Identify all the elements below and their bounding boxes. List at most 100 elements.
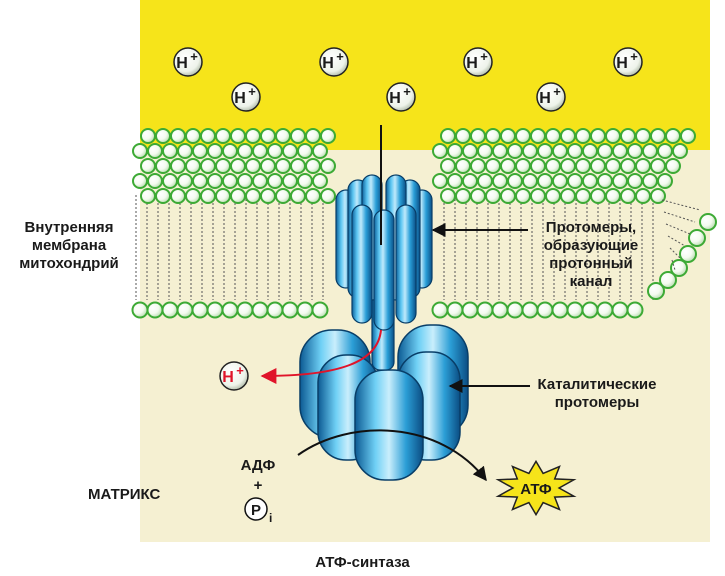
lipid-head (566, 301, 584, 319)
lipid-head (560, 188, 576, 204)
phosphate-subscript: i (269, 511, 272, 525)
lipid-head (191, 301, 209, 319)
lipid-head (266, 301, 284, 319)
proton-ion: H+ (231, 82, 261, 112)
lipid-head (605, 158, 621, 174)
lipid-head (545, 158, 561, 174)
proton-ion-circle (613, 47, 643, 77)
lipid-tail (665, 223, 691, 235)
lipid-head (446, 301, 464, 319)
lipid-head (485, 128, 501, 144)
lipid-head (230, 188, 246, 204)
lipid-head (461, 301, 479, 319)
lipid-head (447, 143, 463, 159)
lipid-head (657, 173, 673, 189)
lipid-head (581, 301, 599, 319)
lipid-head (155, 158, 171, 174)
lipid-head (491, 301, 509, 319)
lipid-head (521, 301, 539, 319)
lipid-head (170, 128, 186, 144)
lipid-head (470, 158, 486, 174)
lipid-head (275, 158, 291, 174)
lipid-head (597, 173, 613, 189)
lipid-head (575, 188, 591, 204)
lipid-head (275, 128, 291, 144)
lipid-head (170, 158, 186, 174)
lipid-head (140, 158, 156, 174)
lipid-head (170, 188, 186, 204)
lipid-head (320, 158, 336, 174)
lipid-head (215, 128, 231, 144)
phosphate-circle (244, 497, 268, 521)
lipid-head (596, 301, 614, 319)
lipid-head (192, 173, 208, 189)
lipid-head (162, 173, 178, 189)
lipid-head (215, 158, 231, 174)
lipid-head (155, 188, 171, 204)
lipid-head (177, 143, 193, 159)
proton-ion: H+ (319, 47, 349, 77)
lipid-head (582, 173, 598, 189)
lipid-head (447, 173, 463, 189)
lipid-head (290, 128, 306, 144)
proton-ion-symbol: H (234, 90, 246, 107)
lipid-head (200, 188, 216, 204)
lipid-head (297, 173, 313, 189)
lipid-head (567, 173, 583, 189)
lipid-head (297, 143, 313, 159)
lipid-head (140, 128, 156, 144)
lipid-head (320, 128, 336, 144)
lipid-head (611, 301, 629, 319)
lipid-head (222, 143, 238, 159)
lipid-bilayer (131, 128, 717, 319)
channel-protomers-label: Протомеры, образующие протонный канал (530, 219, 652, 291)
lipid-head (440, 158, 456, 174)
lipid-head (650, 158, 666, 174)
lipid-head (432, 173, 448, 189)
lipid-head (207, 173, 223, 189)
lipid-head (626, 301, 644, 319)
phosphate-label: P (251, 502, 261, 519)
lipid-head (200, 158, 216, 174)
lipid-head (282, 143, 298, 159)
lipid-head (552, 143, 568, 159)
proton-ion: H+ (536, 82, 566, 112)
lipid-head (312, 173, 328, 189)
lipid-head (281, 301, 299, 319)
lipid-head (455, 188, 471, 204)
lipid-head (590, 158, 606, 174)
lipid-head (650, 188, 666, 204)
lipid-head (545, 188, 561, 204)
lipid-head (530, 128, 546, 144)
lipid-head (432, 143, 448, 159)
proton-ion-symbol: H (222, 369, 234, 386)
rotation-arrow (297, 429, 487, 482)
lipid-head (282, 173, 298, 189)
lipid-head (267, 173, 283, 189)
lipid-head (296, 301, 314, 319)
lipid-head (230, 158, 246, 174)
catalytic-protomers-label: Каталитические протомеры (532, 376, 662, 412)
lipid-head (476, 301, 494, 319)
lipid-head (560, 128, 576, 144)
lipid-tail (671, 259, 676, 271)
catalytic-label-line-2: протомеры (554, 394, 640, 411)
lipid-head (140, 188, 156, 204)
lipid-head (237, 143, 253, 159)
lipid-head (290, 158, 306, 174)
lipid-head (627, 173, 643, 189)
lipid-head (612, 173, 628, 189)
lipid-head (492, 173, 508, 189)
lipid-head (147, 173, 163, 189)
proton-ion-circle (219, 361, 249, 391)
lipid-head (230, 128, 246, 144)
lipid-head (462, 173, 478, 189)
proton-ion-symbol: H (389, 90, 401, 107)
lipid-head (612, 143, 628, 159)
lipid-head (567, 143, 583, 159)
proton-ion-circle (173, 47, 203, 77)
lipid-head (670, 259, 688, 277)
lipid-head (245, 188, 261, 204)
atp-star: АТФ (495, 459, 577, 517)
